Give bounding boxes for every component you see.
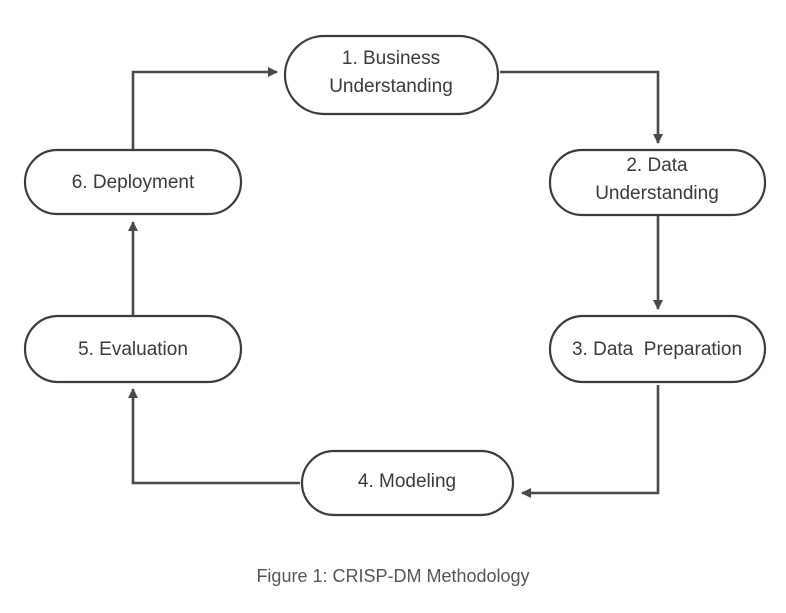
node-label-line: Understanding — [595, 183, 719, 204]
edge-modeling-to-evaluation — [128, 388, 300, 485]
node-label-line: 3. Data Preparation — [572, 339, 742, 360]
node-modeling: 4. Modeling — [300, 449, 515, 517]
edge-business-to-data-understanding — [500, 70, 663, 144]
edge-preparation-to-modeling — [521, 385, 660, 498]
edge-deployment-to-business — [131, 67, 278, 150]
node-data-preparation: 3. Data Preparation — [548, 314, 767, 384]
node-evaluation: 5. Evaluation — [23, 314, 243, 384]
node-business-understanding: 1. Business Understanding — [283, 34, 500, 116]
node-label-line: 5. Evaluation — [78, 339, 188, 360]
node-label-line: Understanding — [329, 76, 453, 97]
node-data-understanding: 2. Data Understanding — [548, 148, 767, 217]
node-label-line: 4. Modeling — [358, 471, 456, 492]
node-label-line: 6. Deployment — [72, 172, 195, 193]
figure-caption: Figure 1: CRISP-DM Methodology — [256, 566, 530, 586]
connectors — [128, 67, 663, 498]
node-deployment: 6. Deployment — [23, 148, 243, 216]
node-label-line: 1. Business — [342, 48, 440, 69]
node-label-line: 2. Data — [626, 155, 688, 176]
